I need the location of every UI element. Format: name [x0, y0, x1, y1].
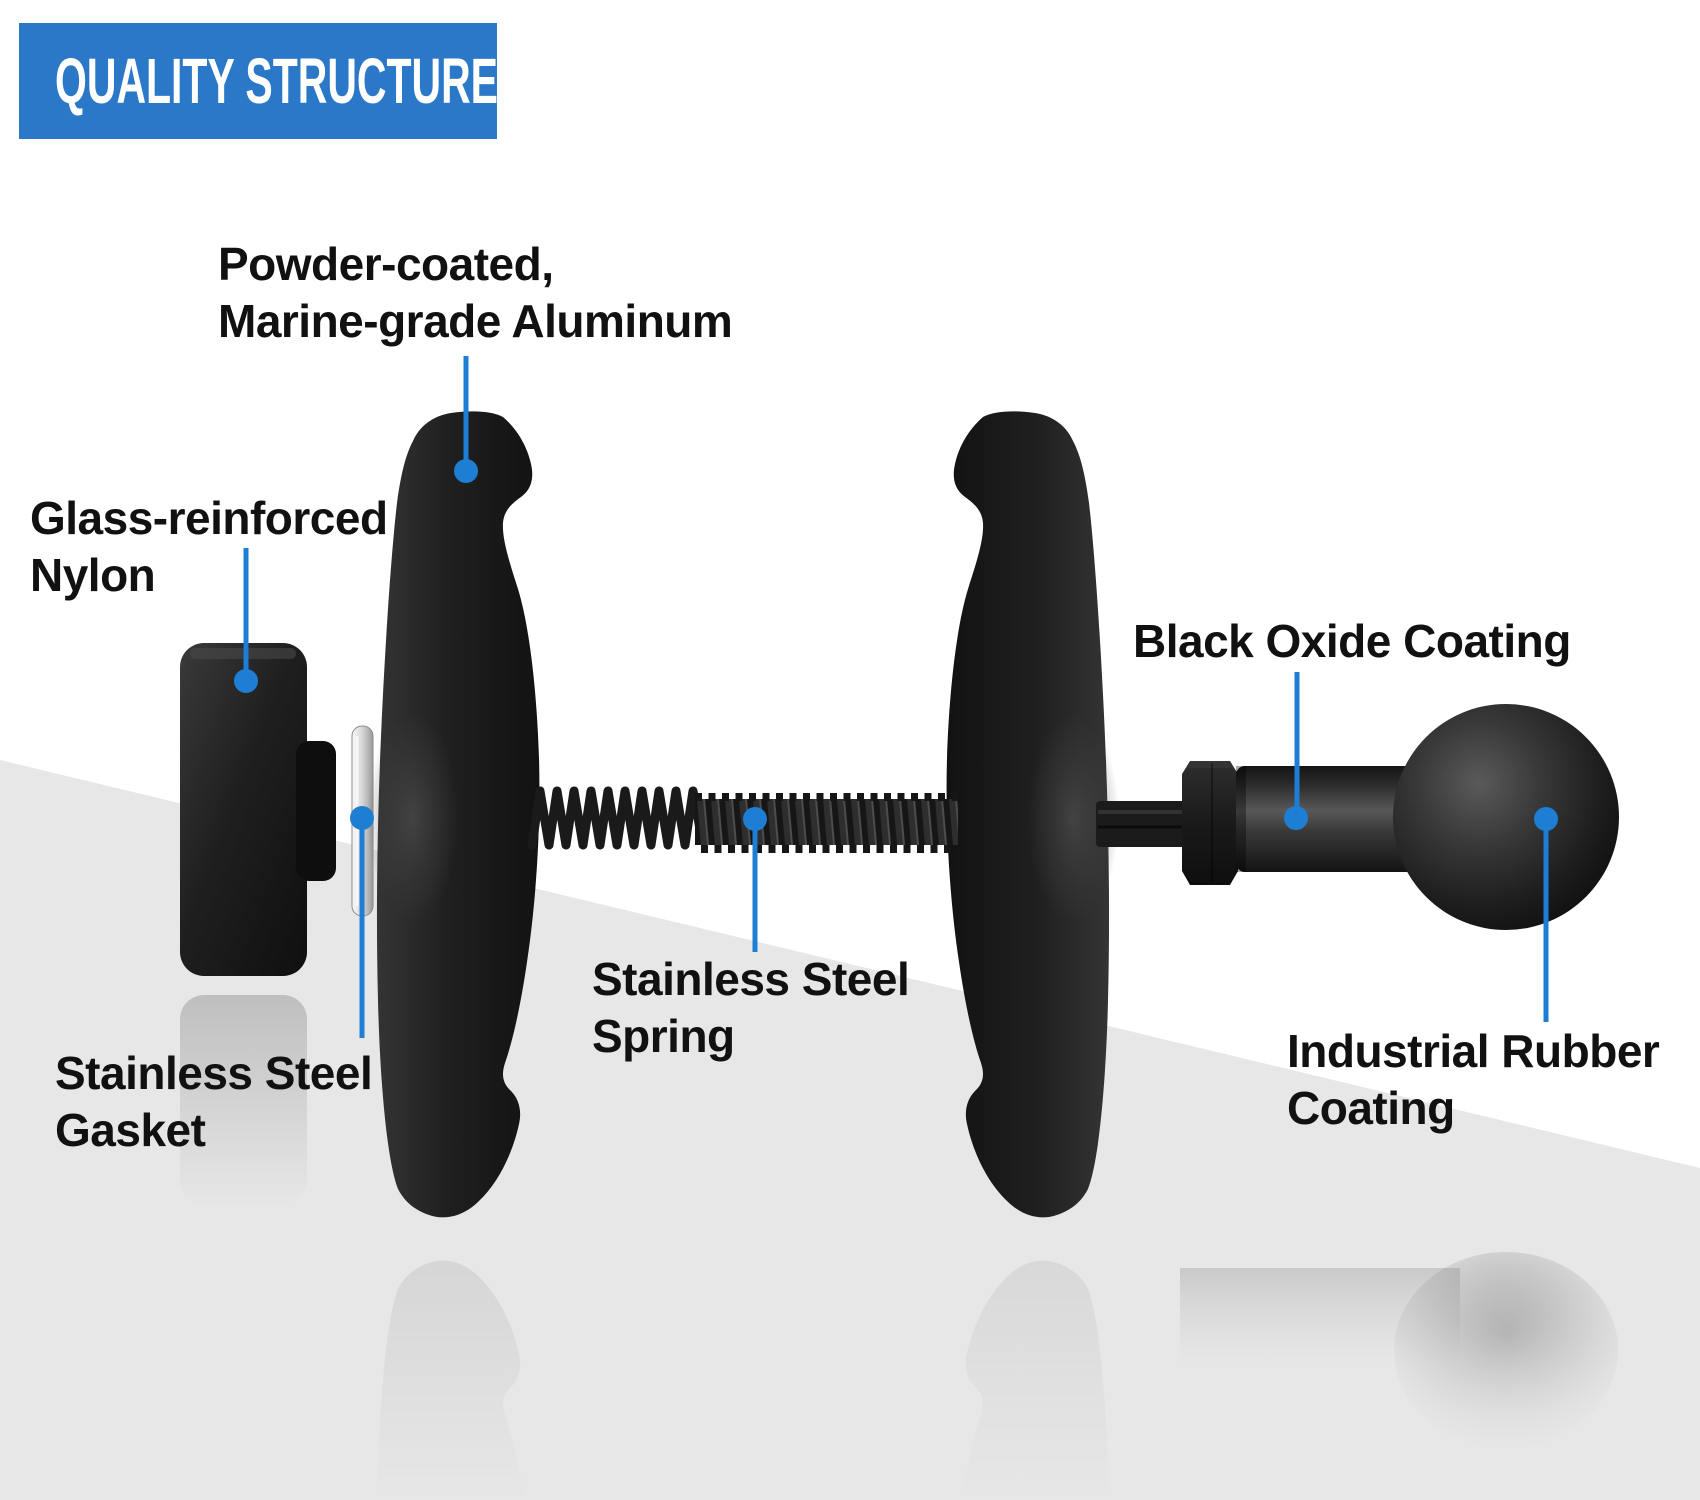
- hex-nut-body: [1182, 761, 1238, 885]
- label-nylon: Glass-reinforced Nylon: [30, 490, 388, 604]
- label-oxide: Black Oxide Coating: [1133, 613, 1571, 670]
- cylinder-left-shadow: [1236, 766, 1246, 872]
- rubber-ball: [1393, 704, 1619, 930]
- callout-dot-gasket: [350, 806, 374, 830]
- label-aluminum-line2: Marine-grade Aluminum: [218, 295, 733, 347]
- label-spring: Stainless Steel Spring: [592, 951, 910, 1065]
- connecting-rod-body: [1096, 801, 1196, 847]
- label-oxide-line1: Black Oxide Coating: [1133, 615, 1571, 667]
- callout-dot-spring: [743, 807, 767, 831]
- cylinder-body: [1236, 766, 1448, 872]
- label-rubber: Industrial Rubber Coating: [1287, 1023, 1660, 1137]
- hex-nut: [1182, 761, 1238, 885]
- reflection-fade: [0, 1240, 1700, 1500]
- callouts: [234, 356, 1558, 1038]
- reflection-knob: [180, 995, 307, 1205]
- callout-dot-oxide: [1284, 806, 1308, 830]
- label-gasket: Stainless Steel Gasket: [55, 1045, 373, 1159]
- knob-boss: [296, 741, 336, 881]
- label-rubber-line2: Coating: [1287, 1082, 1455, 1134]
- title-banner: QUALITY STRUCTURE: [19, 23, 498, 139]
- rear-arm-boss: [1027, 713, 1119, 923]
- label-nylon-line1: Glass-reinforced: [30, 492, 388, 544]
- label-gasket-line1: Stainless Steel: [55, 1047, 373, 1099]
- label-nylon-line2: Nylon: [30, 549, 156, 601]
- label-spring-line1: Stainless Steel: [592, 953, 910, 1005]
- nylon-knob: [180, 643, 336, 976]
- front-arm-boss: [367, 713, 459, 923]
- callout-dot-aluminum: [454, 459, 478, 483]
- callout-dot-nylon: [234, 669, 258, 693]
- callout-dot-rubber: [1534, 807, 1558, 831]
- shaft-cylinder: [1236, 766, 1448, 872]
- knob-top-highlight: [190, 648, 296, 659]
- hex-nut-chamfer: [1186, 761, 1234, 768]
- reflections: [0, 995, 1700, 1500]
- label-aluminum: Powder-coated, Marine-grade Aluminum: [218, 236, 733, 350]
- label-aluminum-line1: Powder-coated,: [218, 238, 554, 290]
- knob-body: [180, 643, 307, 976]
- page-title: QUALITY STRUCTURE: [55, 45, 498, 117]
- label-rubber-line1: Industrial Rubber: [1287, 1025, 1660, 1077]
- connecting-rod: [1096, 801, 1196, 847]
- threaded-rod-threads: [695, 799, 958, 845]
- threaded-rod: [695, 793, 958, 853]
- spring-coil: [527, 786, 707, 850]
- label-spring-line2: Spring: [592, 1010, 735, 1062]
- label-gasket-line2: Gasket: [55, 1104, 206, 1156]
